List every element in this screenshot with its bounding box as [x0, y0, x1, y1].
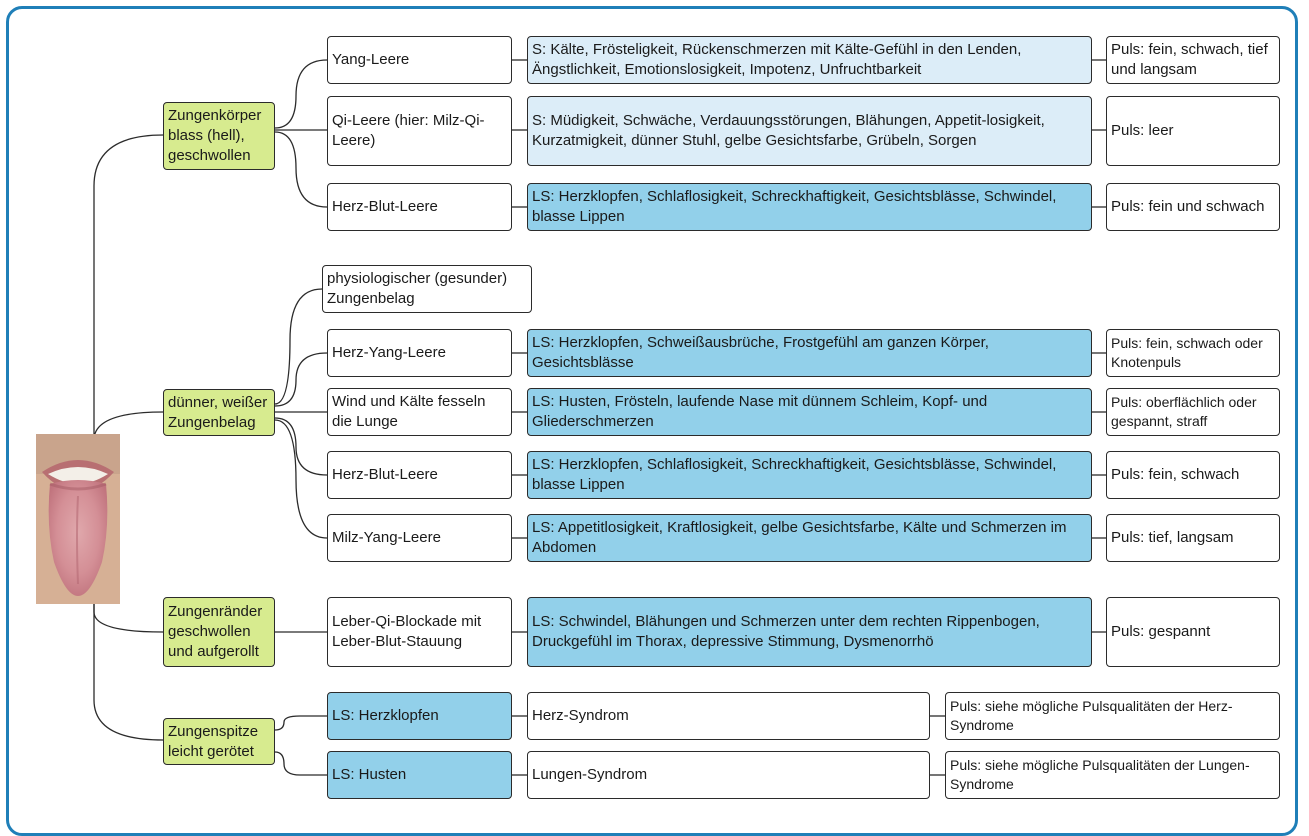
symptom-text: LS: Appetitlosigkeit, Kraftlosigkeit, ge… [532, 519, 1067, 556]
syndrome-box: Lungen-Syndrom [527, 751, 930, 799]
syndrome-label: Milz-Yang-Leere [332, 529, 441, 546]
syndrome-box: Yang-Leere [327, 36, 512, 84]
symptom-text: S: Kälte, Frösteligkeit, Rückenschmerzen… [532, 41, 1022, 78]
syndrome-box: Herz-Yang-Leere [327, 329, 512, 377]
tongue-photo [36, 434, 120, 604]
symptom-text: LS: Herzklopfen [332, 707, 439, 724]
symptom-text: LS: Herzklopfen, Schweißausbrüche, Frost… [532, 334, 989, 371]
pulse-box: Puls: oberflächlich oder gespannt, straf… [1106, 388, 1280, 436]
symptom-box: LS: Schwindel, Blähungen und Schmerzen u… [527, 597, 1092, 667]
pulse-box: Puls: fein, schwach oder Knotenpuls [1106, 329, 1280, 377]
pulse-text: Puls: siehe mögliche Pulsqualitäten der … [950, 757, 1250, 792]
symptom-box: LS: Herzklopfen [327, 692, 512, 740]
pulse-text: Puls: oberflächlich oder gespannt, straf… [1111, 394, 1257, 429]
pulse-box: Puls: siehe mögliche Pulsqualitäten der … [945, 751, 1280, 799]
pulse-box: Puls: fein, schwach [1106, 451, 1280, 499]
syndrome-box: Leber-Qi-Blockade mit Leber-Blut-Stauung [327, 597, 512, 667]
pulse-box: Puls: leer [1106, 96, 1280, 166]
pulse-box: Puls: siehe mögliche Pulsqualitäten der … [945, 692, 1280, 740]
pulse-text: Puls: fein, schwach [1111, 466, 1240, 483]
category-label: Zungenkörper blass (hell), geschwollen [168, 107, 262, 164]
symptom-box: LS: Husten [327, 751, 512, 799]
symptom-box: LS: Husten, Frösteln, laufende Nase mit … [527, 388, 1092, 436]
syndrome-label: Qi-Leere (hier: Milz-Qi-Leere) [332, 112, 485, 149]
syndrome-box: Herz-Syndrom [527, 692, 930, 740]
symptom-box: LS: Herzklopfen, Schlaflosigkeit, Schrec… [527, 183, 1092, 231]
symptom-box: LS: Herzklopfen, Schlaflosigkeit, Schrec… [527, 451, 1092, 499]
category-box-4: Zungenspitze leicht gerötet [163, 718, 275, 765]
category-box-1: Zungenkörper blass (hell), geschwollen [163, 102, 275, 170]
syndrome-box: Herz-Blut-Leere [327, 451, 512, 499]
syndrome-label: Leber-Qi-Blockade mit Leber-Blut-Stauung [332, 613, 482, 650]
pulse-text: Puls: fein, schwach, tief und langsam [1111, 41, 1268, 78]
syndrome-box: Herz-Blut-Leere [327, 183, 512, 231]
syndrome-label: Herz-Syndrom [532, 707, 629, 724]
syndrome-label: Herz-Blut-Leere [332, 198, 438, 215]
symptom-text: S: Müdigkeit, Schwäche, Verdauungsstörun… [532, 112, 1045, 149]
pulse-box: Puls: fein, schwach, tief und langsam [1106, 36, 1280, 84]
symptom-text: LS: Husten [332, 766, 407, 783]
symptom-box: S: Müdigkeit, Schwäche, Verdauungsstörun… [527, 96, 1092, 166]
pulse-text: Puls: fein und schwach [1111, 198, 1265, 215]
symptom-text: LS: Schwindel, Blähungen und Schmerzen u… [532, 613, 1040, 650]
category-label: Zungenspitze leicht gerötet [168, 722, 259, 760]
syndrome-box: Qi-Leere (hier: Milz-Qi-Leere) [327, 96, 512, 166]
physiological-box: physiologischer (gesunder) Zungenbelag [322, 265, 532, 313]
syndrome-box: Milz-Yang-Leere [327, 514, 512, 562]
syndrome-label: Herz-Yang-Leere [332, 344, 446, 361]
symptom-text: LS: Herzklopfen, Schlaflosigkeit, Schrec… [532, 188, 1057, 225]
symptom-text: LS: Herzklopfen, Schlaflosigkeit, Schrec… [532, 456, 1057, 493]
syndrome-label: Lungen-Syndrom [532, 766, 648, 783]
category-box-3: Zungenränder geschwollen und aufgerollt [163, 597, 275, 667]
syndrome-label: Wind und Kälte fesseln die Lunge [332, 393, 486, 430]
symptom-box: LS: Herzklopfen, Schweißausbrüche, Frost… [527, 329, 1092, 377]
pulse-text: Puls: leer [1111, 122, 1174, 139]
pulse-text: Puls: gespannt [1111, 623, 1211, 640]
symptom-text: LS: Husten, Frösteln, laufende Nase mit … [532, 393, 988, 430]
syndrome-box: Wind und Kälte fesseln die Lunge [327, 388, 512, 436]
symptom-box: S: Kälte, Frösteligkeit, Rückenschmerzen… [527, 36, 1092, 84]
pulse-box: Puls: tief, langsam [1106, 514, 1280, 562]
syndrome-label: Yang-Leere [332, 51, 410, 68]
pulse-box: Puls: gespannt [1106, 597, 1280, 667]
pulse-text: Puls: tief, langsam [1111, 529, 1234, 546]
physiological-label: physiologischer (gesunder) Zungenbelag [327, 270, 508, 307]
category-label: Zungenränder geschwollen und aufgerollt [168, 603, 263, 660]
symptom-box: LS: Appetitlosigkeit, Kraftlosigkeit, ge… [527, 514, 1092, 562]
pulse-text: Puls: siehe mögliche Pulsqualitäten der … [950, 698, 1233, 733]
category-box-2: dünner, weißer Zungenbelag [163, 389, 275, 436]
pulse-box: Puls: fein und schwach [1106, 183, 1280, 231]
pulse-text: Puls: fein, schwach oder Knotenpuls [1111, 335, 1263, 370]
category-label: dünner, weißer Zungenbelag [168, 393, 268, 431]
syndrome-label: Herz-Blut-Leere [332, 466, 438, 483]
